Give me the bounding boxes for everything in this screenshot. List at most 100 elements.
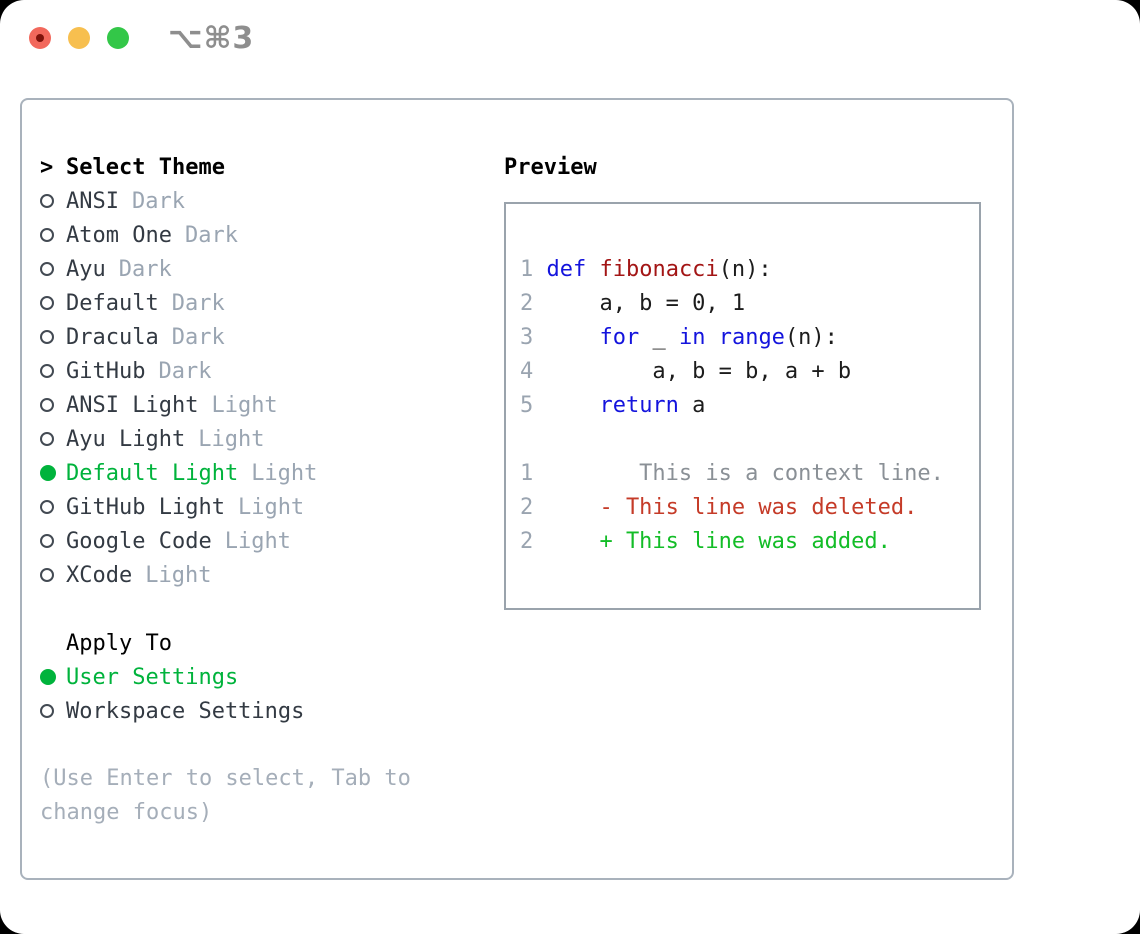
- code-segment-code-text: a: [678, 392, 706, 418]
- code-segment-added-line: + This line was added.: [546, 528, 891, 554]
- close-button[interactable]: [29, 27, 51, 49]
- record-dot-icon: [36, 34, 44, 42]
- code-segment-keyword: def: [546, 256, 587, 282]
- theme-item-default[interactable]: Default Dark: [40, 286, 504, 320]
- theme-variant-tag: Light: [198, 426, 265, 452]
- spacer: [40, 728, 504, 762]
- line-number: 3: [520, 324, 534, 350]
- apply-to-title: Apply To: [66, 630, 172, 656]
- line-number: 2: [520, 528, 534, 554]
- code-line: 1 This is a context line.: [520, 456, 971, 490]
- line-number: 2: [520, 290, 534, 316]
- code-segment-code-text: [546, 325, 599, 350]
- radio-icon[interactable]: [40, 432, 54, 446]
- theme-variant-tag: Light: [251, 460, 318, 486]
- apply-item-label: User Settings: [66, 664, 239, 690]
- minimize-button[interactable]: [68, 27, 90, 49]
- radio-selected-icon[interactable]: [40, 669, 56, 685]
- theme-variant-tag: Light: [211, 392, 278, 418]
- code-segment-code-text: (n):: [718, 256, 772, 282]
- theme-variant-tag: Dark: [171, 290, 225, 316]
- radio-icon[interactable]: [40, 228, 54, 242]
- radio-icon[interactable]: [40, 500, 54, 514]
- apply-item-label: Workspace Settings: [66, 698, 305, 724]
- line-number: 1: [520, 256, 534, 282]
- code-blank-line: [520, 422, 971, 456]
- theme-item-github[interactable]: GitHub Dark: [40, 354, 504, 388]
- preview-title: Preview: [504, 154, 597, 180]
- theme-variant-tag: Light: [237, 494, 305, 520]
- apply-item-user-settings[interactable]: User Settings: [40, 660, 504, 694]
- apply-item-workspace-settings[interactable]: Workspace Settings: [40, 694, 504, 728]
- code-segment-code-text: (n):: [784, 324, 838, 350]
- hint-text: (Use Enter to select, Tab to change focu…: [40, 766, 411, 825]
- radio-icon[interactable]: [40, 262, 54, 276]
- radio-icon[interactable]: [40, 330, 54, 344]
- code-segment-code-text: a, b = b, a + b: [546, 358, 852, 384]
- theme-item-label: GitHub Light: [66, 494, 225, 520]
- code-line: 4 a, b = b, a + b: [520, 354, 971, 388]
- code-segment-code-text: a, b = 0, 1: [546, 290, 746, 316]
- theme-item-label: Default Light: [66, 460, 239, 486]
- radio-icon[interactable]: [40, 296, 54, 310]
- theme-item-label: ANSI Light: [66, 392, 199, 418]
- line-number: 5: [520, 392, 534, 418]
- code-segment-keyword: range: [718, 324, 785, 350]
- code-segment-function-name: fibonacci: [599, 256, 719, 282]
- theme-item-ayu-light[interactable]: Ayu Light Light: [40, 422, 504, 456]
- radio-icon[interactable]: [40, 534, 54, 548]
- radio-icon[interactable]: [40, 568, 54, 582]
- code-line: 2 - This line was deleted.: [520, 490, 971, 524]
- theme-item-label: Ayu: [66, 256, 106, 282]
- prompt-icon: >: [40, 154, 54, 180]
- theme-item-label: Default: [66, 290, 159, 316]
- theme-variant-tag: Dark: [118, 256, 172, 282]
- theme-item-ansi-light[interactable]: ANSI Light Light: [40, 388, 504, 422]
- code-segment-keyword: return: [599, 392, 679, 418]
- theme-item-label: GitHub: [66, 358, 146, 384]
- radio-icon[interactable]: [40, 398, 54, 412]
- theme-item-atom-one[interactable]: Atom One Dark: [40, 218, 504, 252]
- theme-item-default-light[interactable]: Default Light Light: [40, 456, 504, 490]
- spacer: [40, 592, 504, 626]
- code-segment-context-line: This is a context line.: [546, 460, 944, 486]
- line-number: 2: [520, 494, 534, 520]
- radio-selected-icon[interactable]: [40, 465, 56, 481]
- theme-variant-tag: Dark: [184, 222, 238, 248]
- line-number: 1: [520, 460, 534, 486]
- theme-item-ayu[interactable]: Ayu Dark: [40, 252, 504, 286]
- select-theme-header: > Select Theme: [40, 150, 504, 184]
- line-number: 4: [520, 358, 534, 384]
- code-line: 2 a, b = 0, 1: [520, 286, 971, 320]
- theme-item-github-light[interactable]: GitHub Light Light: [40, 490, 504, 524]
- code-segment-keyword: for: [599, 324, 640, 350]
- theme-variant-tag: Dark: [158, 358, 212, 384]
- theme-item-label: Atom One: [66, 222, 172, 248]
- theme-item-label: Ayu Light: [66, 426, 186, 452]
- theme-item-label: ANSI: [66, 188, 119, 214]
- keyboard-shortcut-label: ⌥⌘3: [168, 21, 255, 56]
- zoom-button[interactable]: [107, 27, 129, 49]
- radio-icon[interactable]: [40, 704, 54, 718]
- code-segment-deleted-line: - This line was deleted.: [546, 494, 918, 520]
- code-line: 2 + This line was added.: [520, 524, 971, 558]
- code-segment-code-text: [586, 257, 599, 282]
- code-segment-code-text: _: [639, 324, 679, 350]
- theme-item-label: XCode: [66, 562, 133, 588]
- theme-item-label: Google Code: [66, 528, 212, 554]
- titlebar: ⌥⌘3: [0, 0, 1140, 76]
- theme-item-label: Dracula: [66, 324, 159, 350]
- radio-icon[interactable]: [40, 364, 54, 378]
- apply-to-header: Apply To: [40, 626, 504, 660]
- radio-icon[interactable]: [40, 194, 54, 208]
